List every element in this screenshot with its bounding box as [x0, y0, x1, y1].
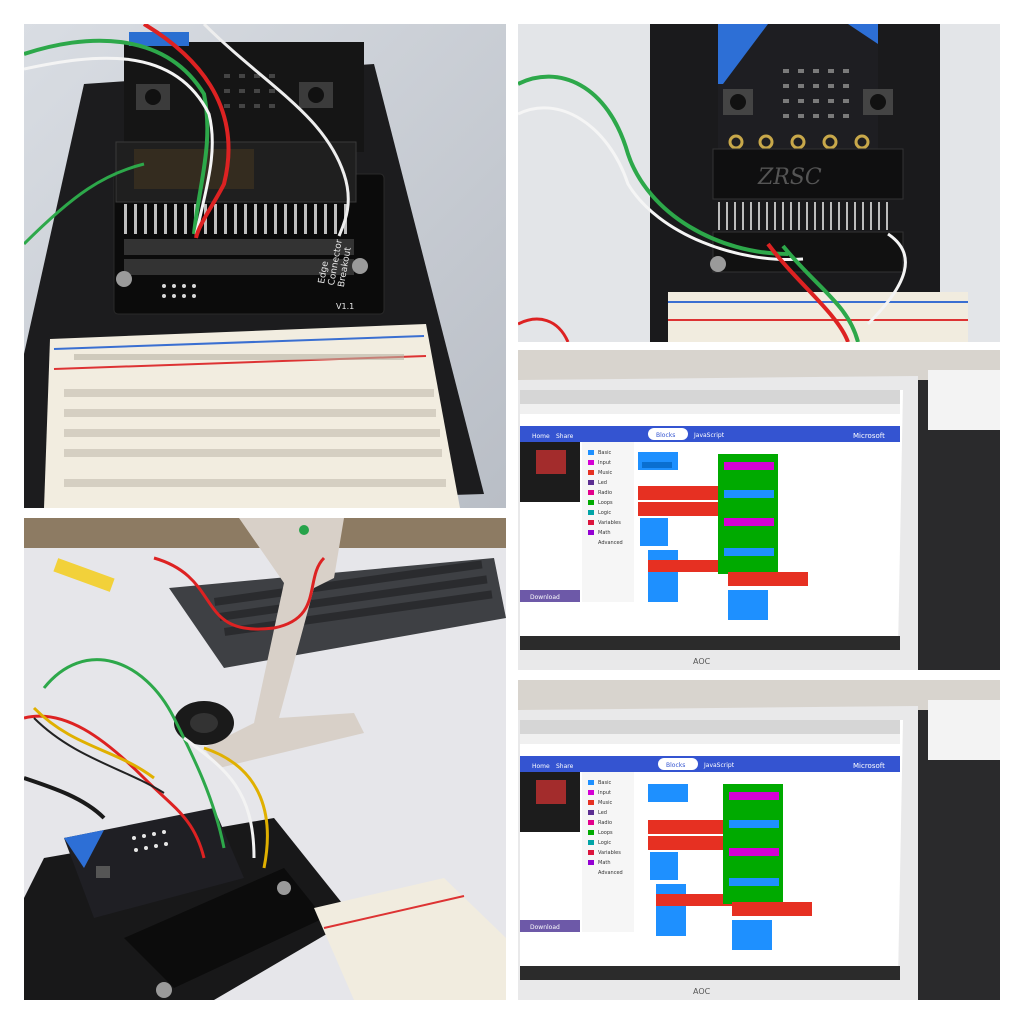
toolbox2-item-5: Loops [598, 830, 613, 836]
toolbox1-item-5: Loops [598, 500, 613, 506]
monitor2-nav-share: Share [556, 763, 574, 770]
photo-monitor-makecode-1: Home Share Blocks JavaScript Microsoft D… [518, 350, 1000, 670]
photo-board-breadboard: Edge Connector Breakout V1.1 [24, 24, 506, 508]
toolbox2-item-8: Math [598, 860, 611, 866]
monitor2-brand-ms: Microsoft [853, 762, 885, 770]
monitor1-nav-home: Home [532, 433, 550, 440]
monitor2-download: Download [530, 924, 560, 931]
board-label-version: V1.1 [336, 302, 354, 311]
monitor2-tab-blocks: Blocks [666, 762, 685, 769]
toolbox1-item-1: Input [598, 460, 611, 466]
toolbox2-item-1: Input [598, 790, 611, 796]
tape-label: ZRSC [757, 165, 822, 190]
toolbox2-item-2: Music [598, 800, 612, 806]
photo-monitor-makecode-2: Home Share Blocks JavaScript Microsoft D… [518, 680, 1000, 1000]
monitor1-brand-ms: Microsoft [853, 432, 885, 440]
toolbox1-item-8: Math [598, 530, 611, 536]
toolbox2-item-4: Radio [598, 820, 612, 826]
toolbox2-item-7: Variables [598, 850, 621, 856]
board-label-line1: Edge [317, 260, 331, 284]
monitor2-tab-js: JavaScript [703, 762, 735, 769]
monitor2-brand-aoc: AOC [693, 987, 711, 996]
monitor2-nav-home: Home [532, 763, 550, 770]
monitor1-brand-aoc: AOC [693, 657, 711, 666]
toolbox1-item-4: Radio [598, 490, 612, 496]
toolbox1-item-7: Variables [598, 520, 621, 526]
toolbox1-item-2: Music [598, 470, 612, 476]
toolbox1-item-9: Advanced [598, 540, 623, 546]
toolbox2-item-0: Basic [598, 780, 611, 786]
toolbox2-item-9: Advanced [598, 870, 623, 876]
photo-speaker-setup [24, 518, 506, 1000]
photo-microbit-top: ZRSC [518, 24, 1000, 342]
monitor1-tab-js: JavaScript [693, 432, 725, 439]
monitor1-nav-share: Share [556, 433, 574, 440]
toolbox1-item-0: Basic [598, 450, 611, 456]
monitor1-download: Download [530, 594, 560, 601]
toolbox2-item-3: Led [598, 810, 607, 816]
toolbox2-item-6: Logic [598, 840, 611, 846]
toolbox1-item-6: Logic [598, 510, 611, 516]
monitor1-tab-blocks: Blocks [656, 432, 675, 439]
toolbox1-item-3: Led [598, 480, 607, 486]
